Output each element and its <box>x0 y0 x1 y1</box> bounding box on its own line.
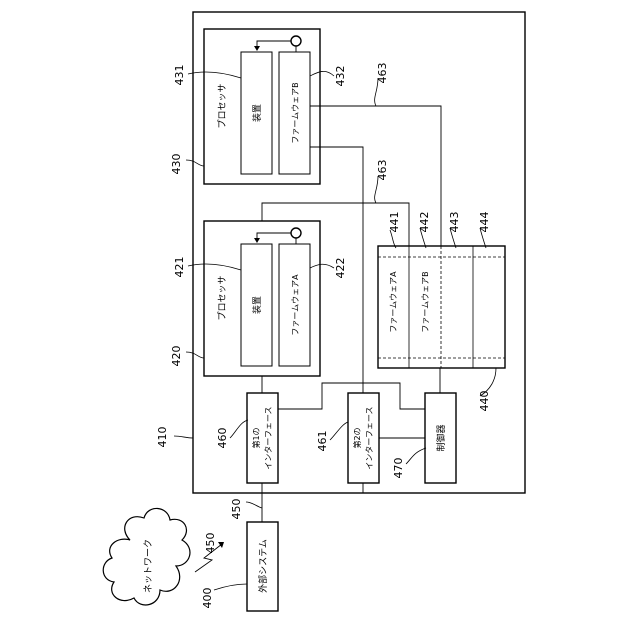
label-external-system: 外部システム <box>257 539 269 593</box>
ref-463-lower: 463 <box>376 160 389 181</box>
ref-420: 420 <box>170 346 183 367</box>
ref-442: 442 <box>418 212 431 233</box>
connector-icon <box>291 36 301 46</box>
ref-440: 440 <box>478 391 491 412</box>
label-controller: 制御器 <box>435 424 447 451</box>
label-second-interface-2: インターフェース <box>365 406 374 469</box>
arrow-icon <box>218 542 224 548</box>
label-processor-420: プロセッサ <box>217 275 228 320</box>
ref-441: 441 <box>388 212 401 233</box>
leader-400 <box>214 584 247 590</box>
label-first-interface-1: 第1の <box>251 427 261 448</box>
label-firmware-b-432: ファームウェアB <box>291 82 300 143</box>
ref-460: 460 <box>216 428 229 449</box>
label-storage-firmware-a: ファームウェアA <box>389 271 398 333</box>
ref-430: 430 <box>170 154 183 175</box>
ref-410: 410 <box>156 427 169 448</box>
ref-461: 461 <box>316 431 329 452</box>
ref-432: 432 <box>334 66 347 87</box>
ref-431: 431 <box>173 65 186 86</box>
ref-400: 400 <box>201 588 214 609</box>
ref-444: 444 <box>478 212 491 233</box>
ref-450-upper: 450 <box>230 499 243 520</box>
label-processor-430: プロセッサ <box>217 83 228 128</box>
label-firmware-a-422: ファームウェアA <box>291 274 300 336</box>
ref-421: 421 <box>173 257 186 278</box>
ref-450-wireless: 450 <box>204 533 217 554</box>
label-first-interface-2: インターフェース <box>264 406 273 469</box>
ref-470: 470 <box>392 458 405 479</box>
label-device-431: 装置 <box>251 104 263 122</box>
label-second-interface-1: 第2の <box>352 427 362 448</box>
label-network: ネットワーク <box>143 539 154 593</box>
label-storage-firmware-b: ファームウェアB <box>421 271 430 332</box>
ref-422: 422 <box>334 258 347 279</box>
ref-443: 443 <box>448 212 461 233</box>
ref-463-upper: 463 <box>376 63 389 84</box>
connector-icon <box>291 228 301 238</box>
leader-410 <box>174 436 193 438</box>
label-device-421: 装置 <box>251 296 263 314</box>
leader-450-upper <box>246 502 262 508</box>
